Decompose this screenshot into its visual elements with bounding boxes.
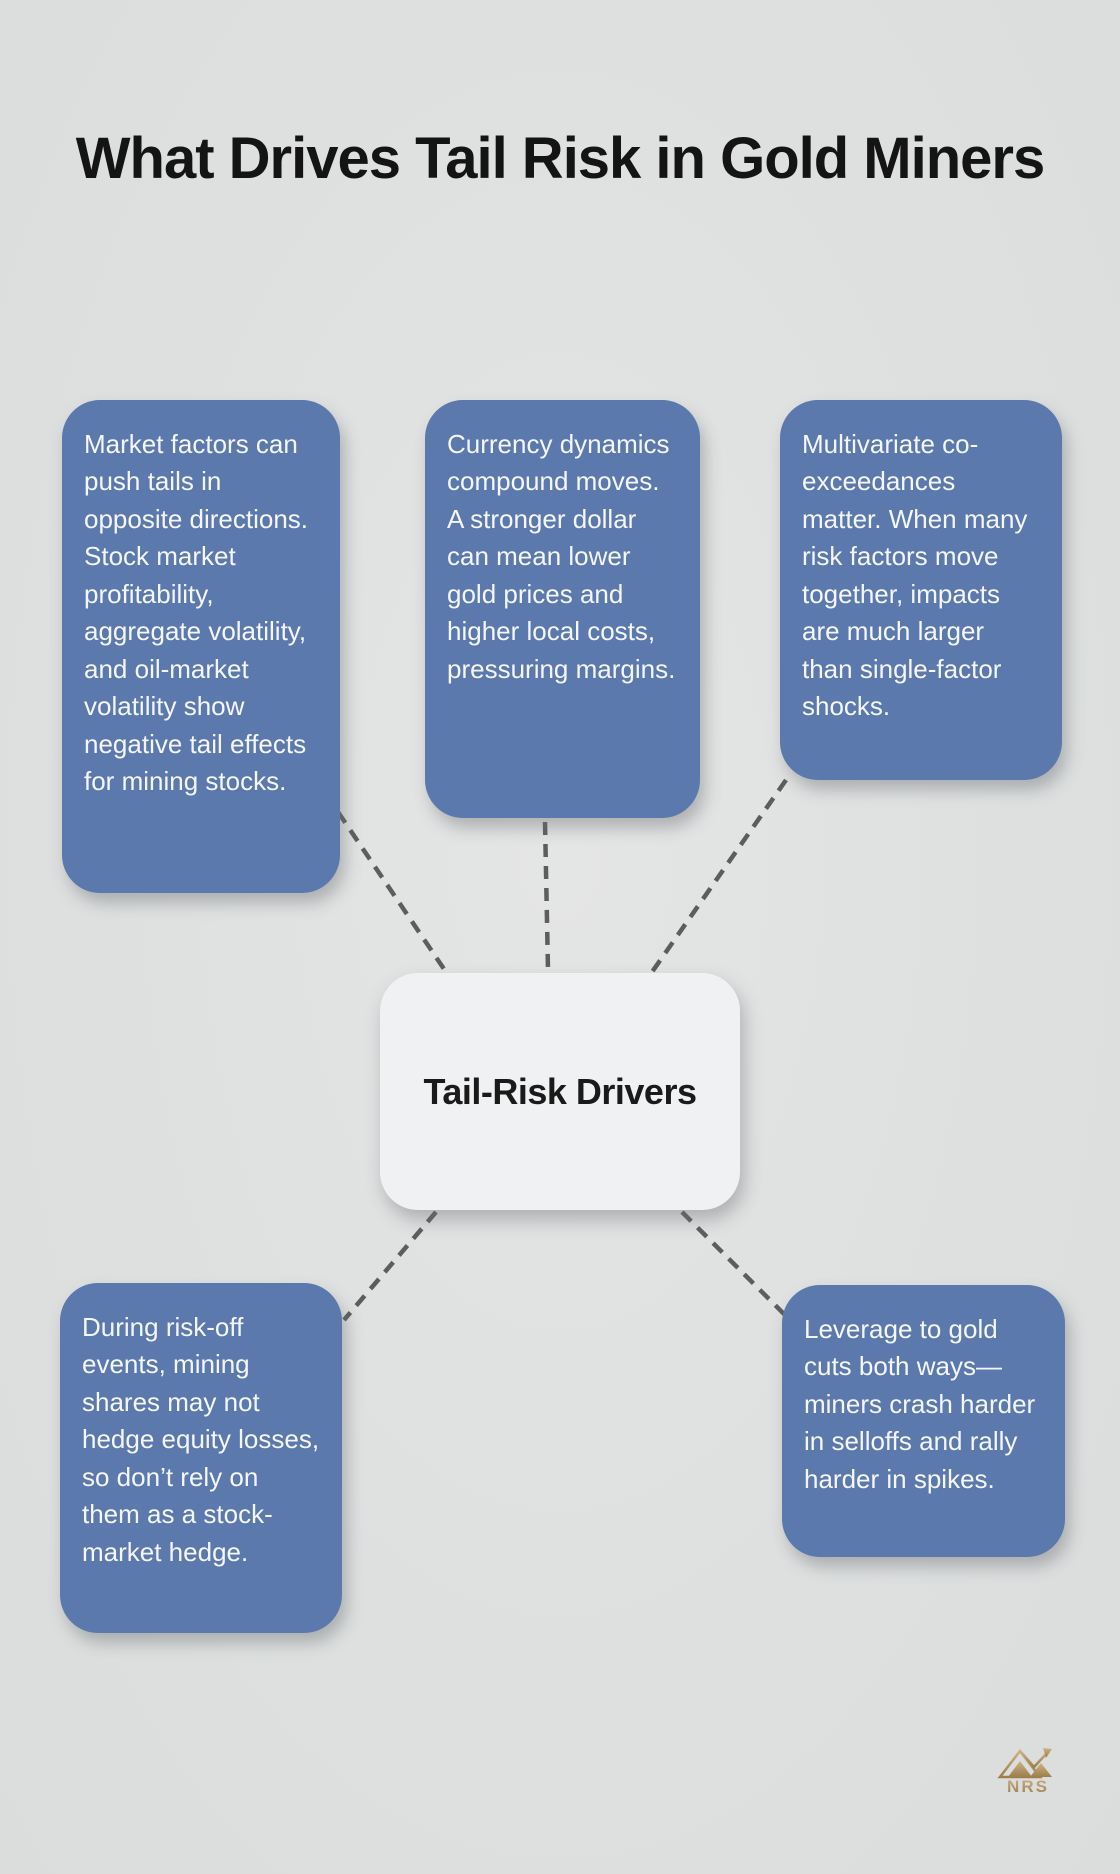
node-leverage-to-gold: Leverage to gold cuts both ways—miners c… bbox=[782, 1285, 1065, 1557]
node-multivariate-co-exceedances: Multivariate co-exceedances matter. When… bbox=[780, 400, 1062, 780]
node-risk-off-hedge-text: During risk-off events, mining shares ma… bbox=[82, 1312, 320, 1567]
connector-leverage bbox=[680, 1210, 788, 1318]
mountain-peak-left bbox=[1008, 1761, 1032, 1777]
node-market-factors: Market factors can push tails in opposit… bbox=[62, 400, 340, 893]
node-leverage-to-gold-text: Leverage to gold cuts both ways—miners c… bbox=[804, 1314, 1036, 1494]
center-node-label: Tail-Risk Drivers bbox=[423, 1070, 697, 1112]
node-market-factors-text: Market factors can push tails in opposit… bbox=[84, 429, 309, 796]
connector-market-factors bbox=[336, 810, 448, 974]
node-currency-dynamics: Currency dynamics compound moves. A stro… bbox=[425, 400, 700, 818]
connector-currency-dynamics bbox=[542, 821, 551, 971]
center-node-tail-risk-drivers: Tail-Risk Drivers bbox=[380, 973, 740, 1210]
mountain-peak-right bbox=[1030, 1763, 1052, 1777]
arrowhead bbox=[1043, 1748, 1052, 1758]
node-multivariate-co-exceedances-text: Multivariate co-exceedances matter. When… bbox=[802, 429, 1028, 722]
connector-risk-off bbox=[342, 1210, 438, 1322]
node-risk-off-hedge: During risk-off events, mining shares ma… bbox=[60, 1283, 342, 1633]
logo-text: NRS bbox=[1007, 1777, 1049, 1794]
page-title: What Drives Tail Risk in Gold Miners bbox=[75, 125, 1045, 191]
node-currency-dynamics-text: Currency dynamics compound moves. A stro… bbox=[447, 429, 676, 684]
nrs-logo: NRS bbox=[996, 1740, 1060, 1794]
mountain-arrow-icon: NRS bbox=[997, 1748, 1052, 1794]
trend-line bbox=[1019, 1750, 1048, 1769]
